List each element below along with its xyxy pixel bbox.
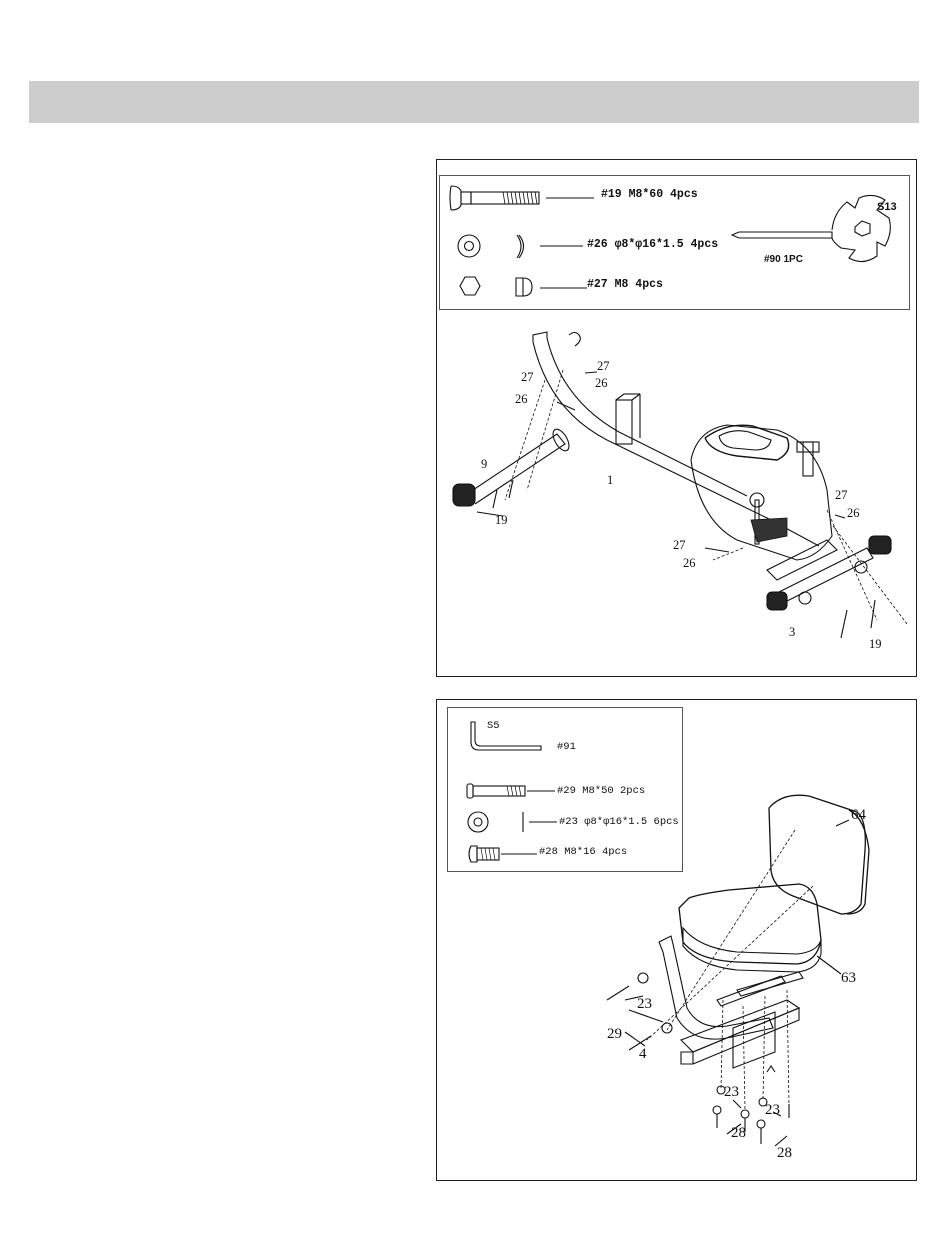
hex-nut-icon — [460, 277, 480, 295]
callout-26: 26 — [515, 392, 528, 407]
callout-19: 19 — [869, 637, 882, 652]
step-1-panel: #19 M8*60 4pcs #26 φ8*φ16*1.5 4pcs #27 M… — [436, 159, 917, 677]
callout-27: 27 — [521, 370, 534, 385]
callout-26: 26 — [847, 506, 860, 521]
flat-washer-icon — [468, 812, 488, 832]
hardware-19-label: #19 M8*60 4pcs — [601, 188, 698, 201]
callout-1: 1 — [607, 473, 613, 488]
callout-26: 26 — [595, 376, 608, 391]
callout-27: 27 — [597, 359, 610, 374]
curved-washer-icon — [517, 235, 524, 258]
callout-63: 63 — [841, 970, 856, 987]
callout-23: 23 — [724, 1084, 739, 1101]
callout-3: 3 — [789, 625, 795, 640]
short-bolt-icon — [469, 846, 499, 862]
callout-9: 9 — [481, 457, 487, 472]
callout-27: 27 — [835, 488, 848, 503]
callout-28: 28 — [777, 1145, 792, 1162]
front-stabilizer-drawing — [453, 427, 572, 508]
section-header-bar — [29, 81, 919, 123]
bolt-icon — [467, 784, 525, 798]
step-2-panel: S5 #91 #29 M8*50 2pcs #23 φ8*φ16*1.5 6pc… — [436, 699, 917, 1181]
hardware-26-label: #26 φ8*φ16*1.5 4pcs — [587, 238, 718, 251]
step-2-drawing — [437, 700, 918, 1182]
callout-64: 64 — [851, 807, 866, 824]
callout-28: 28 — [731, 1125, 746, 1142]
allen-key-part-label: #91 — [557, 741, 576, 753]
callout-27: 27 — [673, 538, 686, 553]
callout-23: 23 — [765, 1102, 780, 1119]
seat-frame-drawing — [659, 936, 803, 1072]
allen-key-size-label: S5 — [487, 720, 500, 732]
callout-26: 26 — [683, 556, 696, 571]
cap-nut-icon — [516, 278, 532, 296]
callout-19: 19 — [495, 513, 508, 528]
combination-wrench-icon — [732, 195, 890, 261]
flat-washer-icon — [458, 235, 480, 257]
callout-29: 29 — [607, 1026, 622, 1043]
hardware-28-label: #28 M8*16 4pcs — [539, 846, 627, 858]
wrench-size-label: S13 — [877, 201, 897, 213]
seat-drawing — [679, 884, 821, 972]
allen-key-icon — [471, 722, 541, 750]
hardware-29-label: #29 M8*50 2pcs — [557, 785, 645, 797]
hardware-27-label: #27 M8 4pcs — [587, 278, 663, 291]
callout-4: 4 — [639, 1046, 647, 1063]
carriage-bolt-icon — [450, 186, 539, 210]
rear-stabilizer-drawing — [767, 536, 891, 638]
wrench-part-label: #90 1PC — [764, 254, 803, 265]
callout-23: 23 — [637, 996, 652, 1013]
hardware-23-label: #23 φ8*φ16*1.5 6pcs — [559, 816, 679, 828]
